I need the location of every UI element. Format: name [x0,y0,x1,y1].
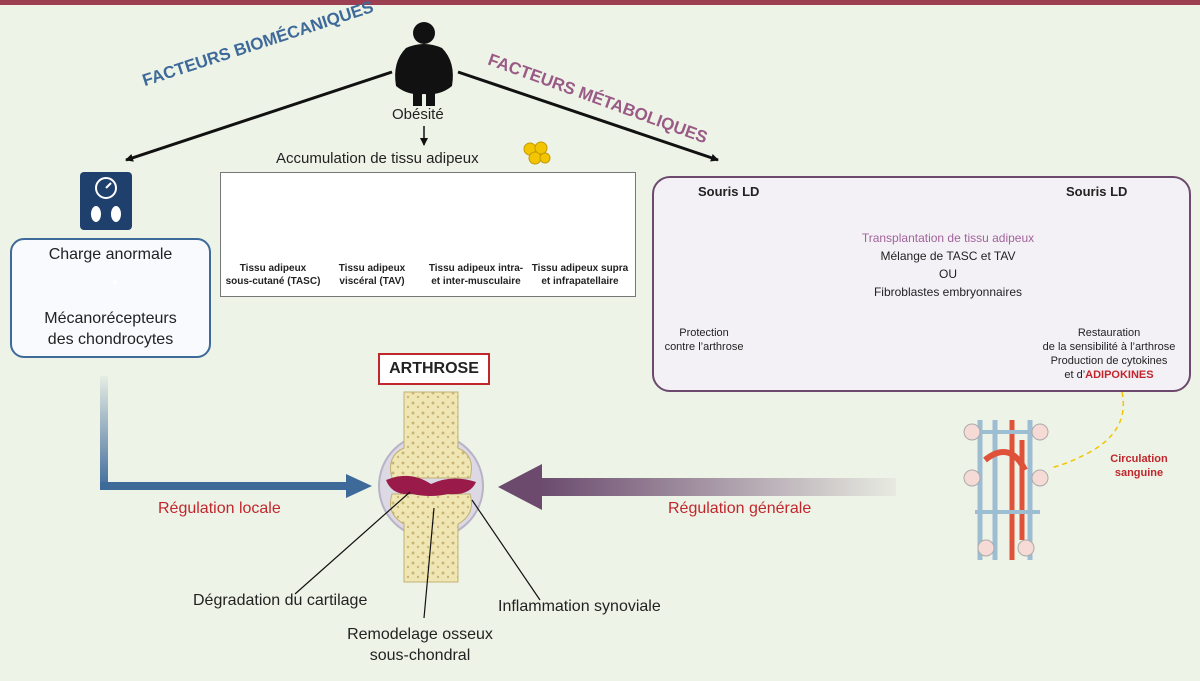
ou-label: OU [939,267,957,281]
fibro-label: Fibroblastes embryonnaires [873,285,1023,299]
mice-experiment-box [652,176,1191,392]
restoration-label: Restauration de la sensibilité à l’arthr… [1042,327,1176,381]
degradation-label: Dégradation du cartilage [193,592,368,609]
accumulation-label: Accumulation de tissu adipeux [276,150,479,167]
inflammation-label: Inflammation synoviale [498,598,661,615]
arthrose-box: ARTHROSE [378,353,490,385]
biomech-arrow [125,70,393,162]
charge-label: Charge anormale [48,246,173,263]
metab-arrow [457,70,719,162]
tissue-label-muscle: Tissu adipeux intra-et inter-musculaire [428,263,524,287]
obese-person-icon [395,22,453,106]
pointer-remodelage [423,507,435,619]
pointer-inflammation [471,499,541,601]
tissue-types-box [220,172,636,297]
local-arrow-head [346,474,372,498]
scale-icon [80,172,132,230]
circulation-dashed-path [1049,391,1124,469]
adipokines-label: ADIPOKINES [1085,369,1154,381]
local-arrow-horizontal [100,482,350,490]
top-bar [0,0,1200,5]
mix-label: Mélange de TASC et TAV [880,249,1016,263]
reg-generale-label: Régulation générale [668,500,812,517]
blood-circulation-icon [963,420,1049,560]
fat-cluster-icon [523,141,551,165]
plus-sign: + [112,277,119,289]
general-arrow-body [540,478,896,496]
mouse-left-title: Souris LD [698,184,760,199]
local-arrow-vertical [100,376,108,490]
transplant-label: Transplantation de tissu adipeux [861,231,1035,245]
joint-illustration [378,391,484,583]
reg-locale-label: Régulation locale [158,500,281,517]
pointer-degradation [294,491,411,595]
mechanical-box [10,238,211,358]
mouse-right-title: Souris LD [1066,184,1128,199]
general-arrow-head [498,464,542,510]
obesite-label: Obésité [392,106,444,123]
